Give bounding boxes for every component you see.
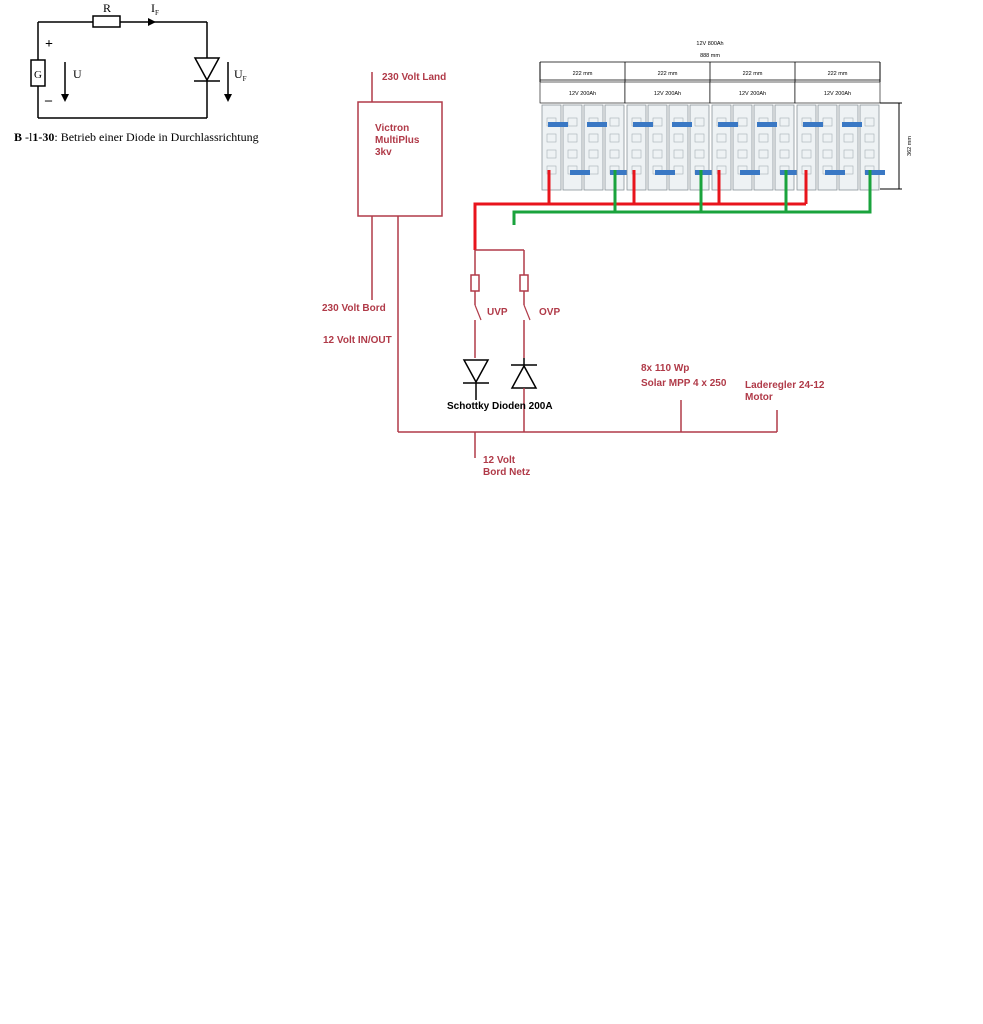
diode-voltage-arrow-icon — [224, 94, 232, 102]
schottky-diodes — [462, 358, 538, 432]
ovp-switch — [523, 304, 531, 321]
diode-voltage-label: UF — [234, 67, 247, 83]
positive-bus — [473, 170, 808, 250]
module-width-label: 222 mm — [828, 71, 848, 77]
module-width-label: 222 mm — [573, 71, 593, 77]
cell-connector — [718, 122, 738, 127]
cell-connector — [695, 170, 715, 175]
voltage-source-symbol — [30, 59, 46, 87]
uvp-fuse — [470, 274, 480, 292]
module-capacity-label: 12V 200Ah — [739, 91, 766, 97]
ovp-fuse — [519, 274, 529, 292]
uvp-label: UVP — [487, 307, 508, 318]
plus-sign: + — [45, 37, 53, 52]
cell-connector — [672, 122, 692, 127]
cell-connector — [780, 170, 800, 175]
cell-connector — [757, 122, 777, 127]
cell-connector — [587, 122, 607, 127]
module-capacity-label: 12V 200Ah — [654, 91, 681, 97]
cell-connector — [633, 122, 653, 127]
cell-connector — [803, 122, 823, 127]
bank-width-label: 888 mm — [700, 53, 720, 59]
inverter-label-1: Victron — [375, 123, 409, 134]
module-capacity-label: 12V 200Ah — [824, 91, 851, 97]
battery-module: 222 mm 12V 200Ah — [624, 62, 715, 191]
diode-symbol — [193, 57, 221, 82]
ovp-label: OVP — [539, 307, 560, 318]
dc-net-label-1: 12 Volt — [483, 455, 516, 466]
current-arrow-icon — [148, 18, 156, 26]
charger-label-1: Laderegler 24-12 — [745, 380, 825, 391]
cell-connector — [610, 170, 630, 175]
bank-height-label: 362 mm — [907, 136, 913, 156]
cell-connector — [570, 170, 590, 175]
battery-module: 222 mm 12V 200Ah — [539, 71, 630, 191]
module-width-label: 222 mm — [743, 71, 763, 77]
dc-in-out-label: 12 Volt IN/OUT — [323, 335, 392, 346]
diode-up-symbol — [510, 364, 538, 389]
cell-connector — [740, 170, 760, 175]
cell-connector — [548, 122, 568, 127]
resistor-label: R — [103, 1, 111, 15]
charger-label-2: Motor — [745, 392, 773, 403]
solar-label-2: Solar MPP 4 x 250 — [641, 378, 727, 389]
negative-bus — [512, 170, 872, 225]
voltage-label: U — [73, 67, 82, 81]
onboard-ac-label: 230 Volt Bord — [322, 303, 386, 314]
module-width-label: 222 mm — [658, 71, 678, 77]
current-label: IF — [151, 1, 159, 17]
solar-label-1: 8x 110 Wp — [641, 363, 689, 374]
battery-module: 222 mm 12V 200Ah — [794, 62, 885, 191]
cell-connector — [865, 170, 885, 175]
dc-net-label-2: Bord Netz — [483, 467, 530, 478]
shore-power-label: 230 Volt Land — [382, 72, 446, 83]
cell-connector — [825, 170, 845, 175]
bank-total-label: 12V 800Ah — [696, 41, 723, 47]
voltage-arrow-icon — [61, 94, 69, 102]
battery-module: 222 mm 12V 200Ah — [709, 62, 800, 191]
uvp-switch — [474, 304, 482, 321]
figure-caption: B-l1-30: Betrieb einer Diode in Durchlas… — [14, 130, 259, 144]
inverter-label-2: MultiPlus — [375, 135, 420, 146]
source-glyph: G — [34, 69, 42, 81]
cell-connector — [842, 122, 862, 127]
battery-bank: 12V 800Ah 888 mm 222 mm 12V 200Ah 222 mm 12… — [539, 41, 913, 191]
inverter-label-3: 3kv — [375, 147, 392, 158]
inset-diode-circuit — [30, 15, 229, 119]
resistor-symbol — [92, 15, 121, 28]
cell-connector — [655, 170, 675, 175]
relay-switches — [474, 304, 531, 321]
diodes-label: Schottky Dioden 200A — [447, 401, 553, 412]
minus-sign: – — [44, 93, 53, 108]
diode-down-symbol — [462, 359, 490, 384]
module-capacity-label: 12V 200Ah — [569, 91, 596, 97]
dc-wiring — [357, 72, 778, 458]
